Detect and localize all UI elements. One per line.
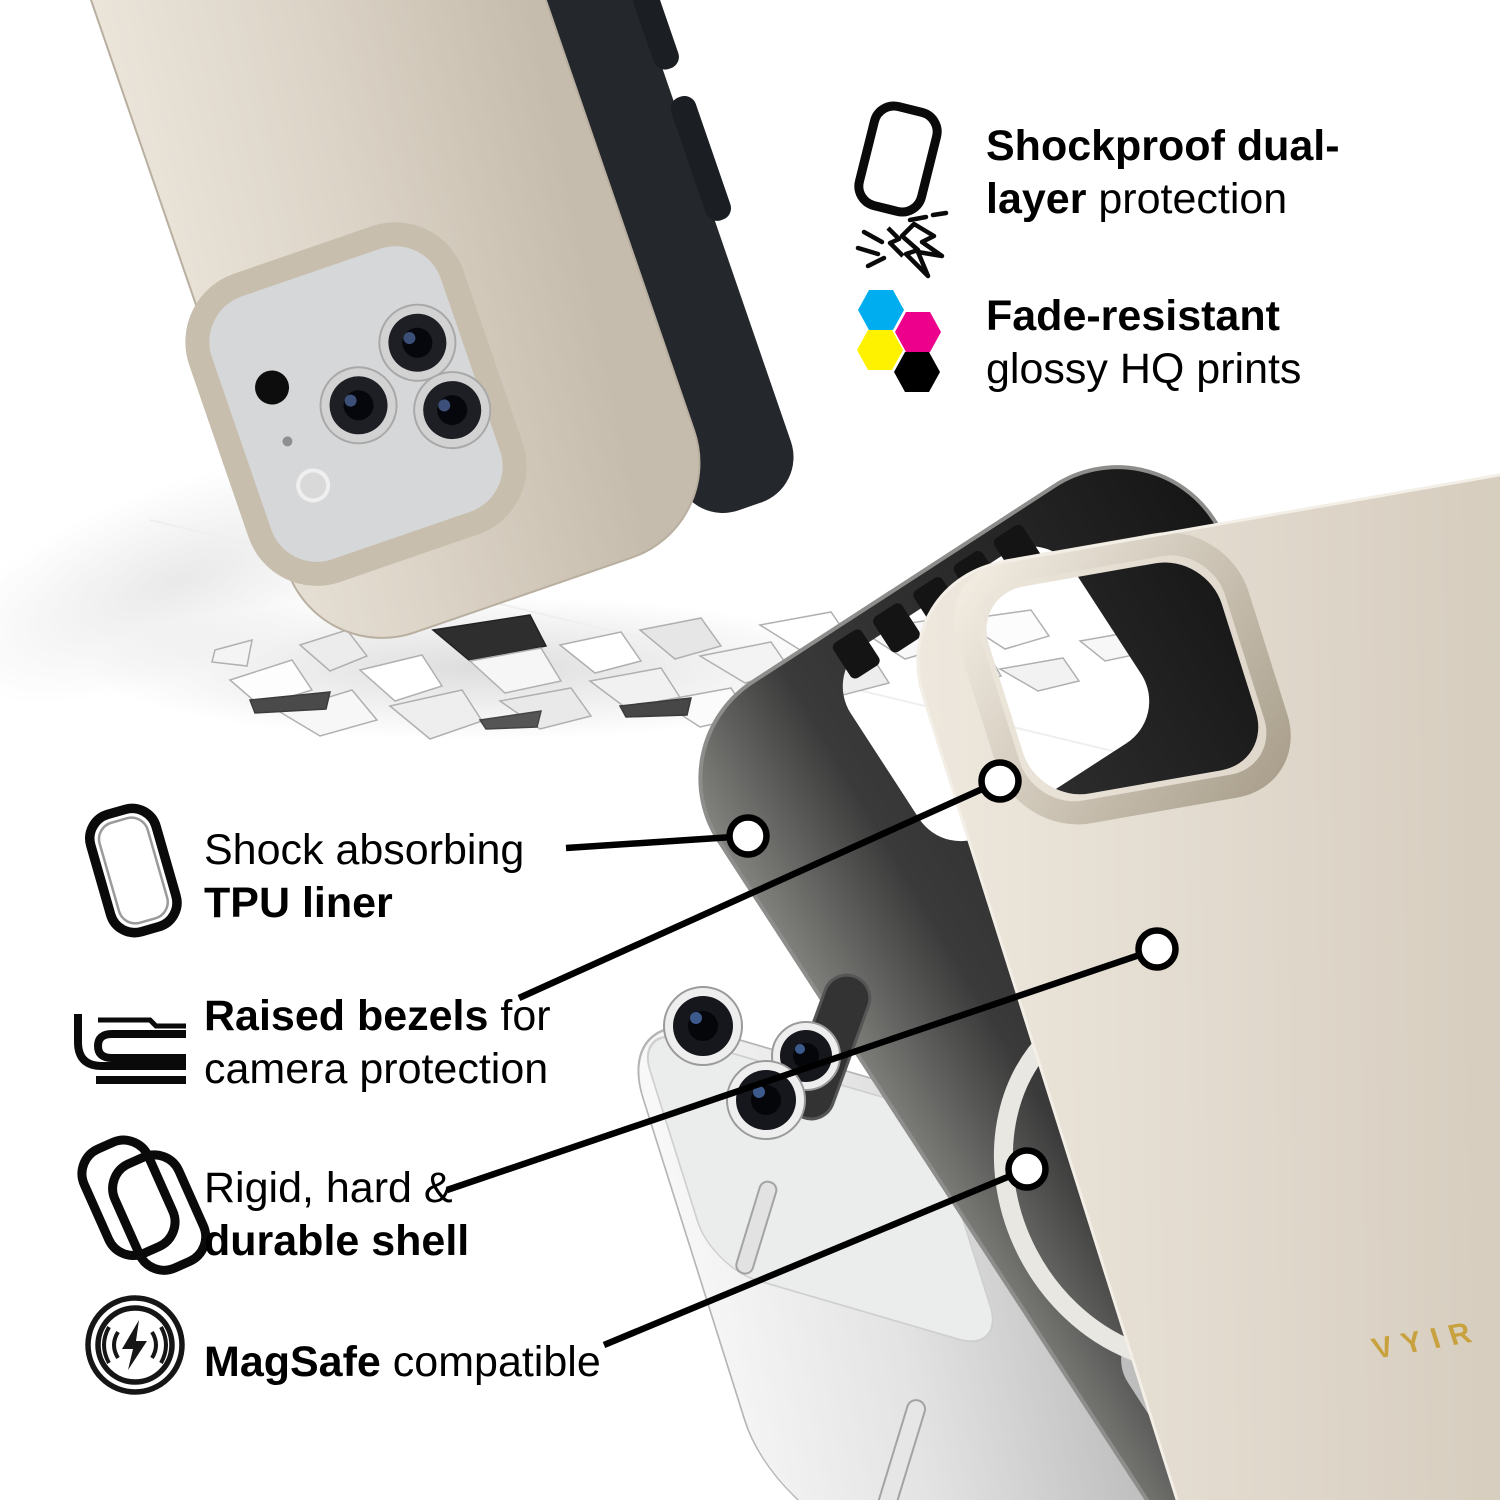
callout-line-bezel [517,778,1002,1001]
dropped-phone-case [53,0,794,639]
callout-dot-magsafe [1005,1147,1049,1191]
cmyk-print-icon [857,290,941,392]
magsafe-icon [85,1295,185,1395]
callout-dot-tpu [726,814,770,858]
phone-side-button [735,1180,778,1275]
camera-mic-dot [282,436,293,447]
feature-durable-shell: Rigid, hard & durable shell [204,1164,470,1265]
callout-dot-bezel [978,759,1022,803]
raised-bezel-icon [74,1014,186,1084]
callout-dot-shell [1135,927,1179,971]
camera-module [185,222,527,586]
case-back [53,0,701,639]
callout-line-tpu [565,832,749,852]
exploded-case-scene: VYIR [445,403,1500,1500]
yellow-hexagon [857,330,903,370]
callout-line-shell [445,945,1159,1194]
feature-magsafe: MagSafe compatible [204,1338,601,1386]
benefit-fade-resistant: Fade-resistant glossy HQ prints [986,292,1302,393]
camera-lens [319,366,398,445]
shockproof-dual-layer-icon [854,101,949,279]
camera-lens [378,303,457,382]
drop-test-scene [0,0,1151,761]
side-button [670,95,732,221]
tpu-liner-icon [85,803,182,938]
hard-shell-case: VYIR [916,403,1500,1500]
callout-line-magsafe [602,1165,1029,1349]
camera-sensor-dot [255,370,290,405]
black-hexagon [894,352,940,392]
benefit-shockproof: Shockproof dual- layer protection [986,122,1340,223]
callout-connectors [445,759,1179,1349]
camera-cutout-bezel [954,532,1291,825]
feature-raised-bezels: Raised bezels for camera protection [204,992,551,1093]
magenta-hexagon [895,312,941,352]
camera-lens [413,371,492,450]
phone-side-button [877,1399,927,1500]
exploded-phone-lenses [663,986,841,1140]
feature-tpu-liner: Shock absorbing TPU liner [204,826,525,927]
side-button [625,0,679,70]
hard-shell-icon [77,1135,211,1275]
cyan-hexagon [858,290,904,330]
camera-flash [296,468,331,503]
phone-frame-edge [416,0,794,513]
